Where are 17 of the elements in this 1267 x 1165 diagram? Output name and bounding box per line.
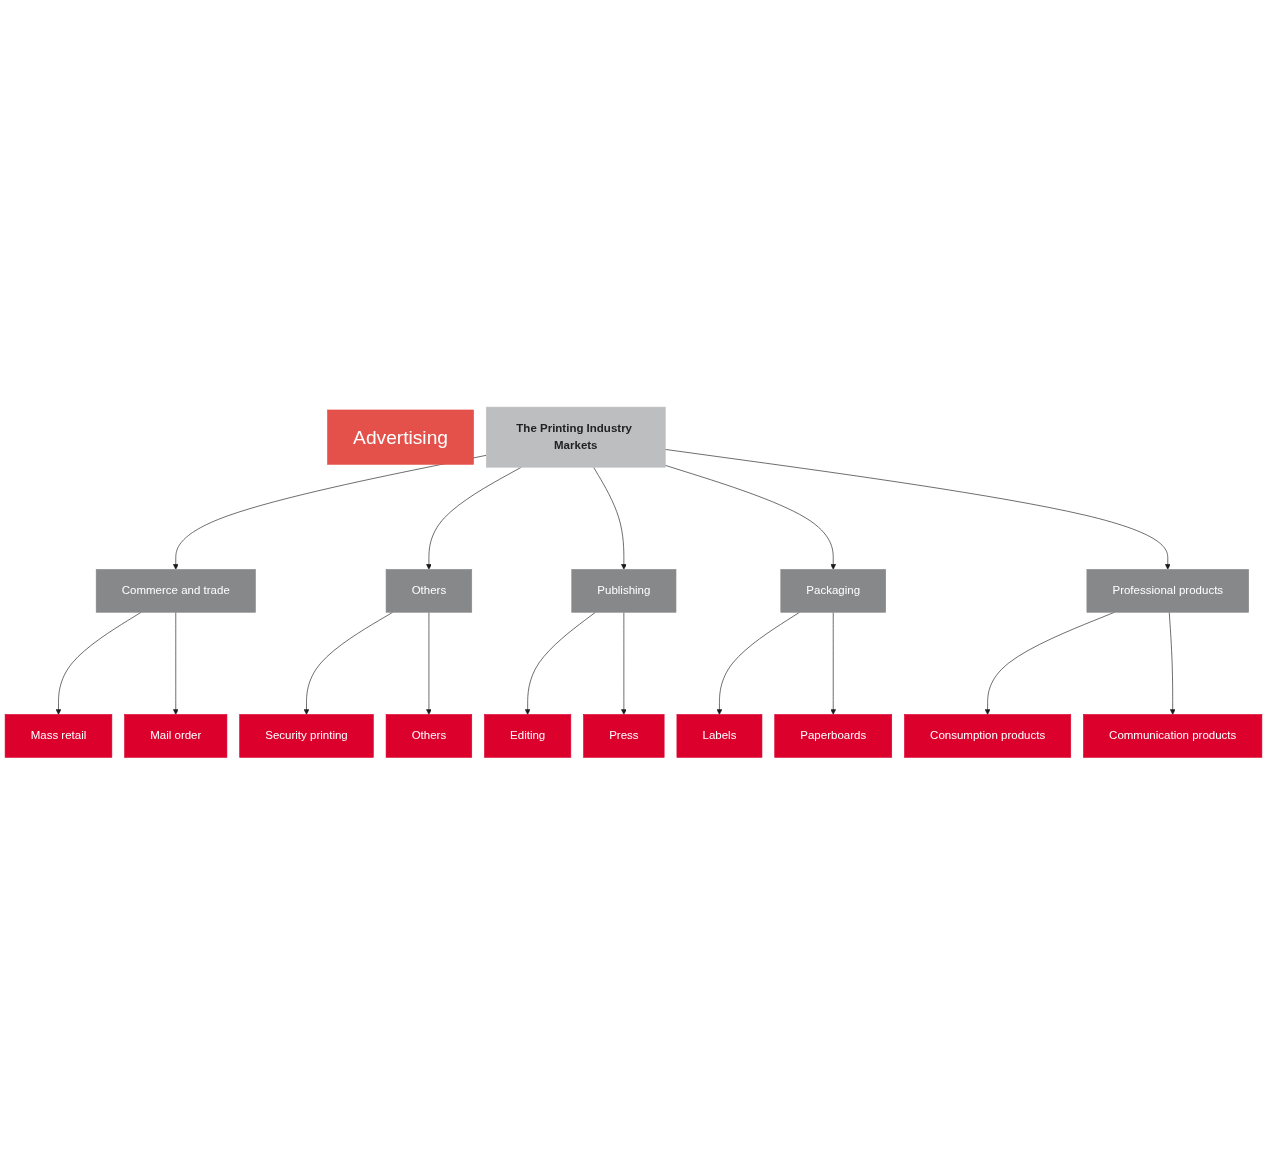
node-box: Editing [484, 714, 572, 758]
node-box: Professional products [1086, 569, 1249, 613]
node-box: Others [385, 714, 473, 758]
node-box: Others [385, 569, 473, 613]
node-box: The Printing Industry Markets [486, 407, 666, 468]
node-box: Mail order [124, 714, 228, 758]
node-box: Labels [676, 714, 763, 758]
node-box: Mass retail [4, 714, 113, 758]
node-box: Advertising [327, 409, 474, 465]
node-box: Communication products [1083, 714, 1263, 758]
node-box: Security printing [239, 714, 374, 758]
node-box: Publishing [571, 569, 677, 613]
node-box: Paperboards [774, 714, 893, 758]
node-box: Packaging [780, 569, 886, 613]
node-box: Press [583, 714, 665, 758]
node-box: Commerce and trade [95, 569, 256, 613]
node-box: Consumption products [904, 714, 1072, 758]
